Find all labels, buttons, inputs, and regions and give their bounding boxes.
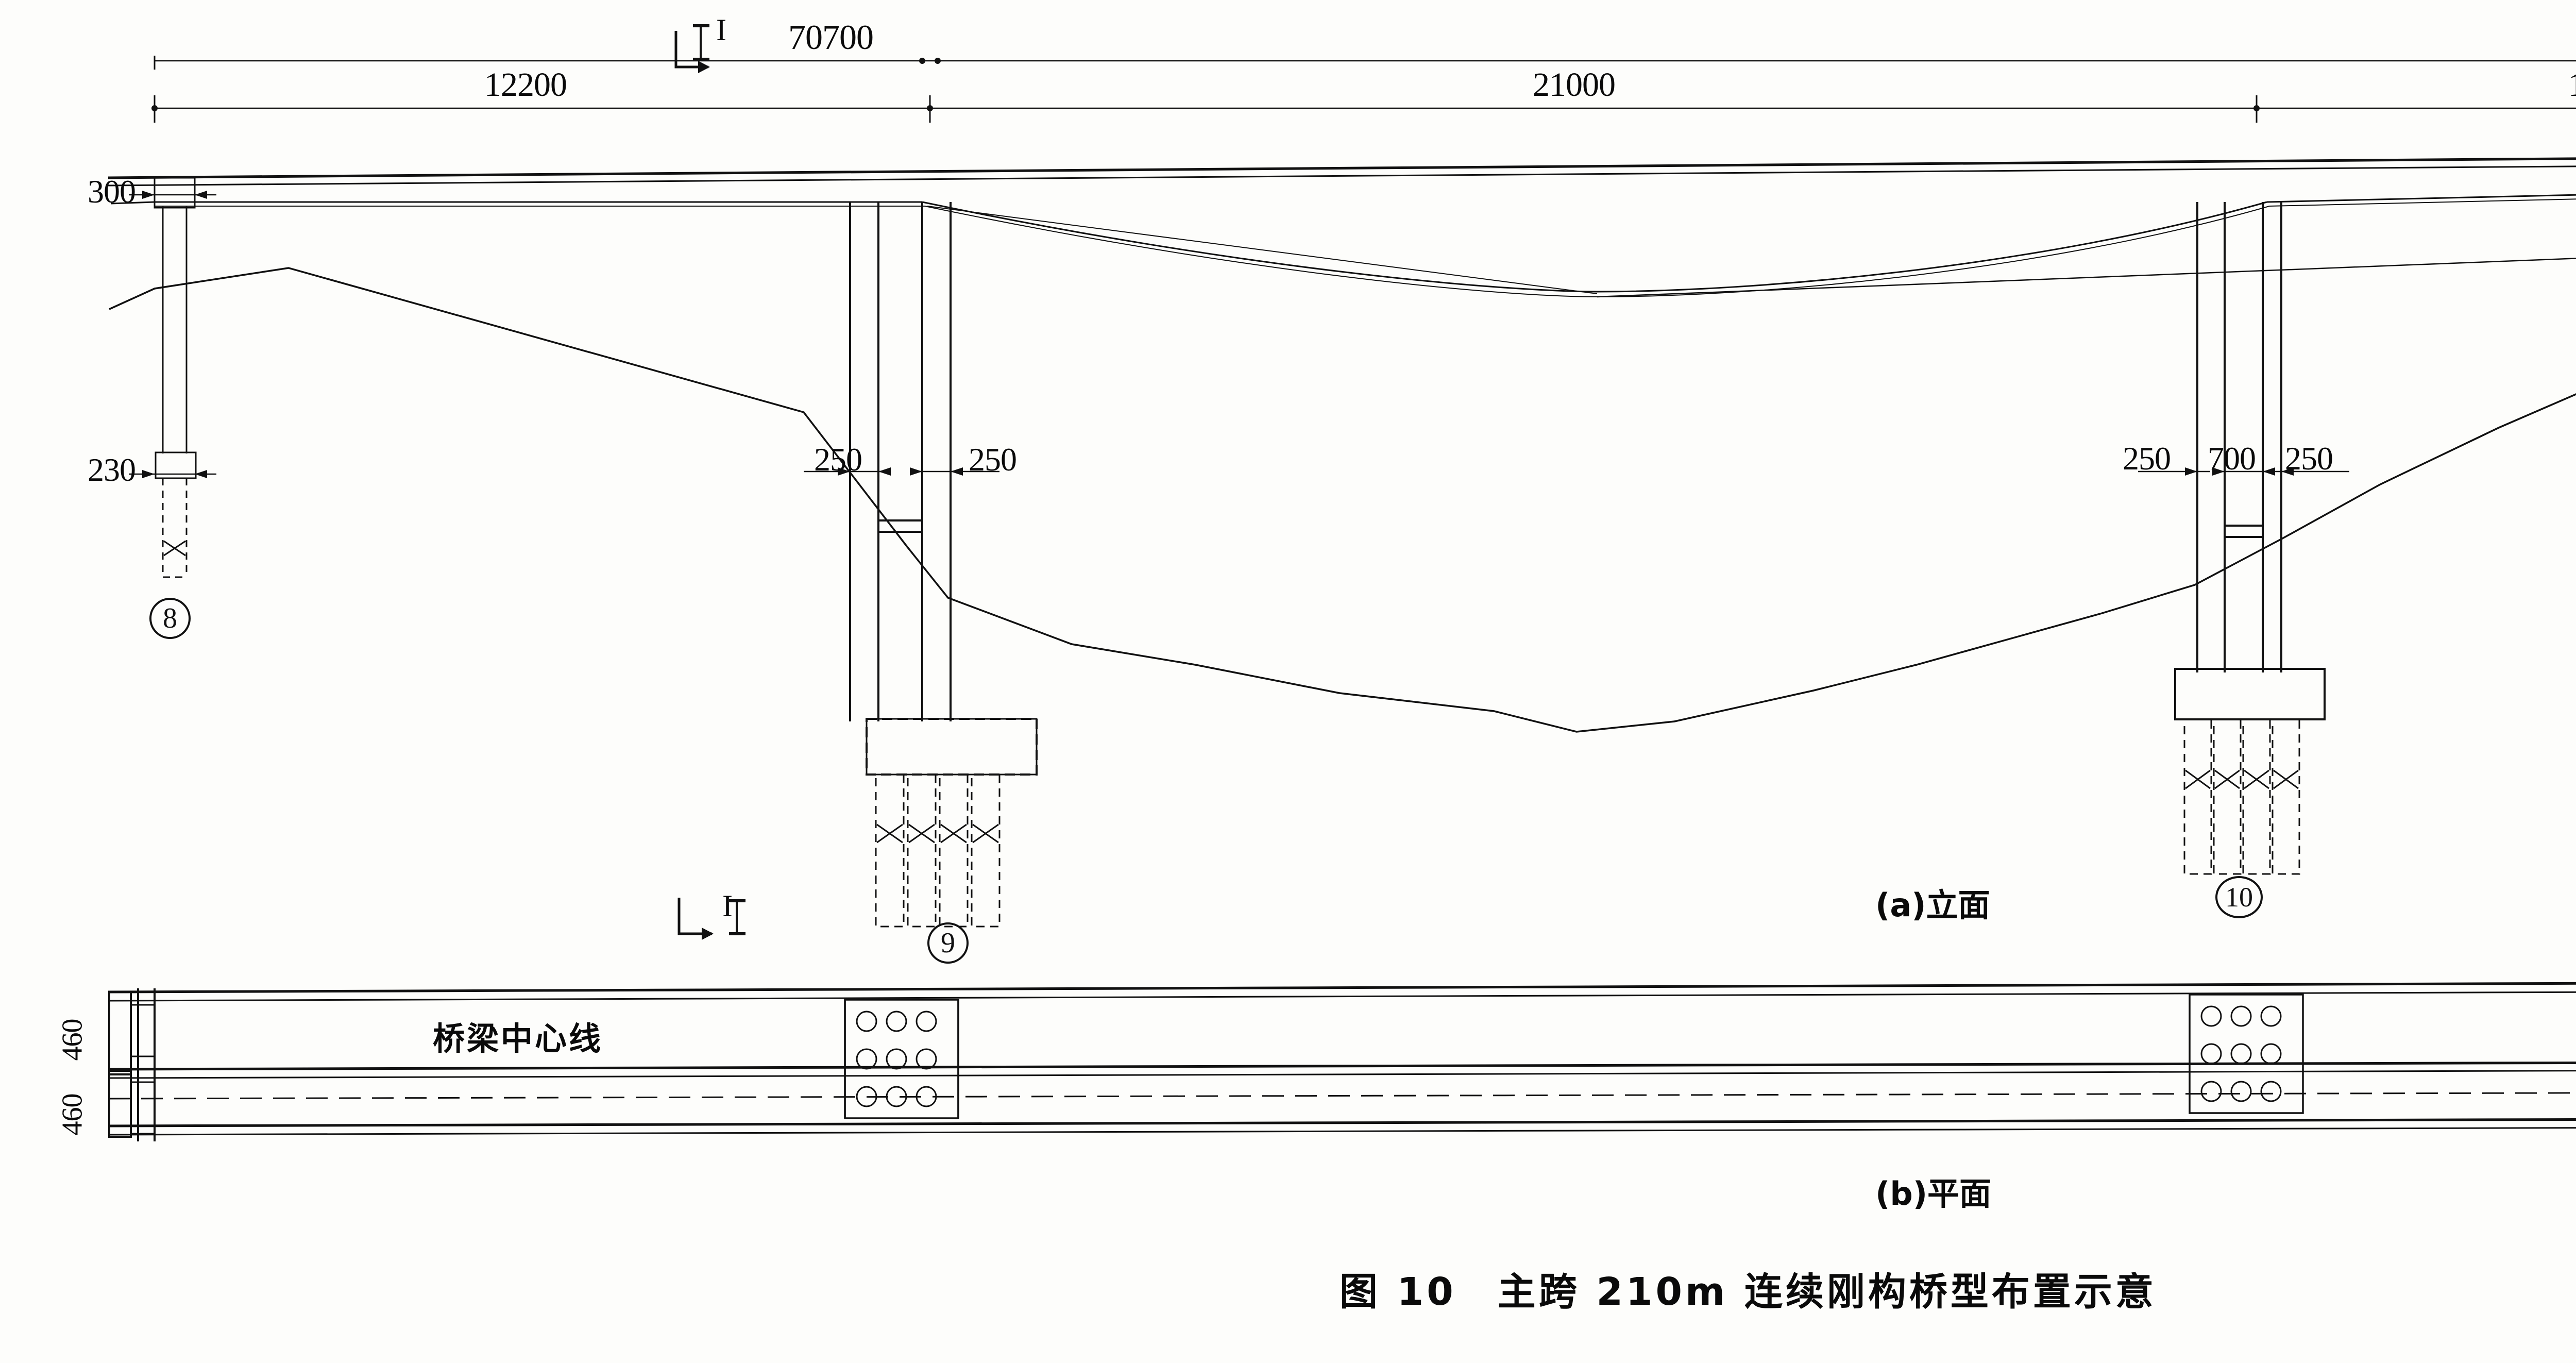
marker-8: 8 — [149, 598, 191, 639]
section-mark-top-label: I — [716, 13, 726, 47]
pier10-mid-dim: 700 — [2208, 440, 2256, 477]
left-abutment-bottom-dim: 230 — [88, 451, 136, 488]
elevation-span-dim-2: 21000 — [1533, 66, 1616, 104]
marker-10: 10 — [2215, 876, 2263, 918]
pier10-right-dim: 250 — [2285, 440, 2333, 477]
figure-caption: 图 10 主跨 210m 连续刚构桥型布置示意 — [1340, 1270, 2157, 1314]
marker-8-label: 8 — [163, 602, 177, 634]
pier10-left-dim: 250 — [2123, 440, 2171, 477]
pier9-right-dim: 250 — [969, 441, 1017, 478]
elevation-span-dim-3: 12200 — [2568, 68, 2576, 102]
plan-left-dim-lower: 460 — [56, 1093, 89, 1136]
plan-left-dim-upper: 460 — [56, 1019, 89, 1061]
marker-9: 9 — [927, 922, 969, 964]
elevation-view-label: (a)立面 — [1875, 886, 1990, 924]
marker-10-label: 10 — [2225, 882, 2253, 913]
marker-9-label: 9 — [941, 927, 955, 959]
pier9-left-dim: 250 — [814, 441, 862, 478]
plan-centerline-label: 桥梁中心线 — [433, 1020, 603, 1057]
left-abutment-top-dim: 300 — [88, 173, 136, 210]
section-mark-bottom-label: I — [722, 889, 733, 923]
plan-view-label: (b)平面 — [1875, 1175, 1992, 1213]
elevation-span-dim-1: 12200 — [484, 66, 567, 104]
elevation-total-dim: 70700 — [788, 18, 874, 57]
